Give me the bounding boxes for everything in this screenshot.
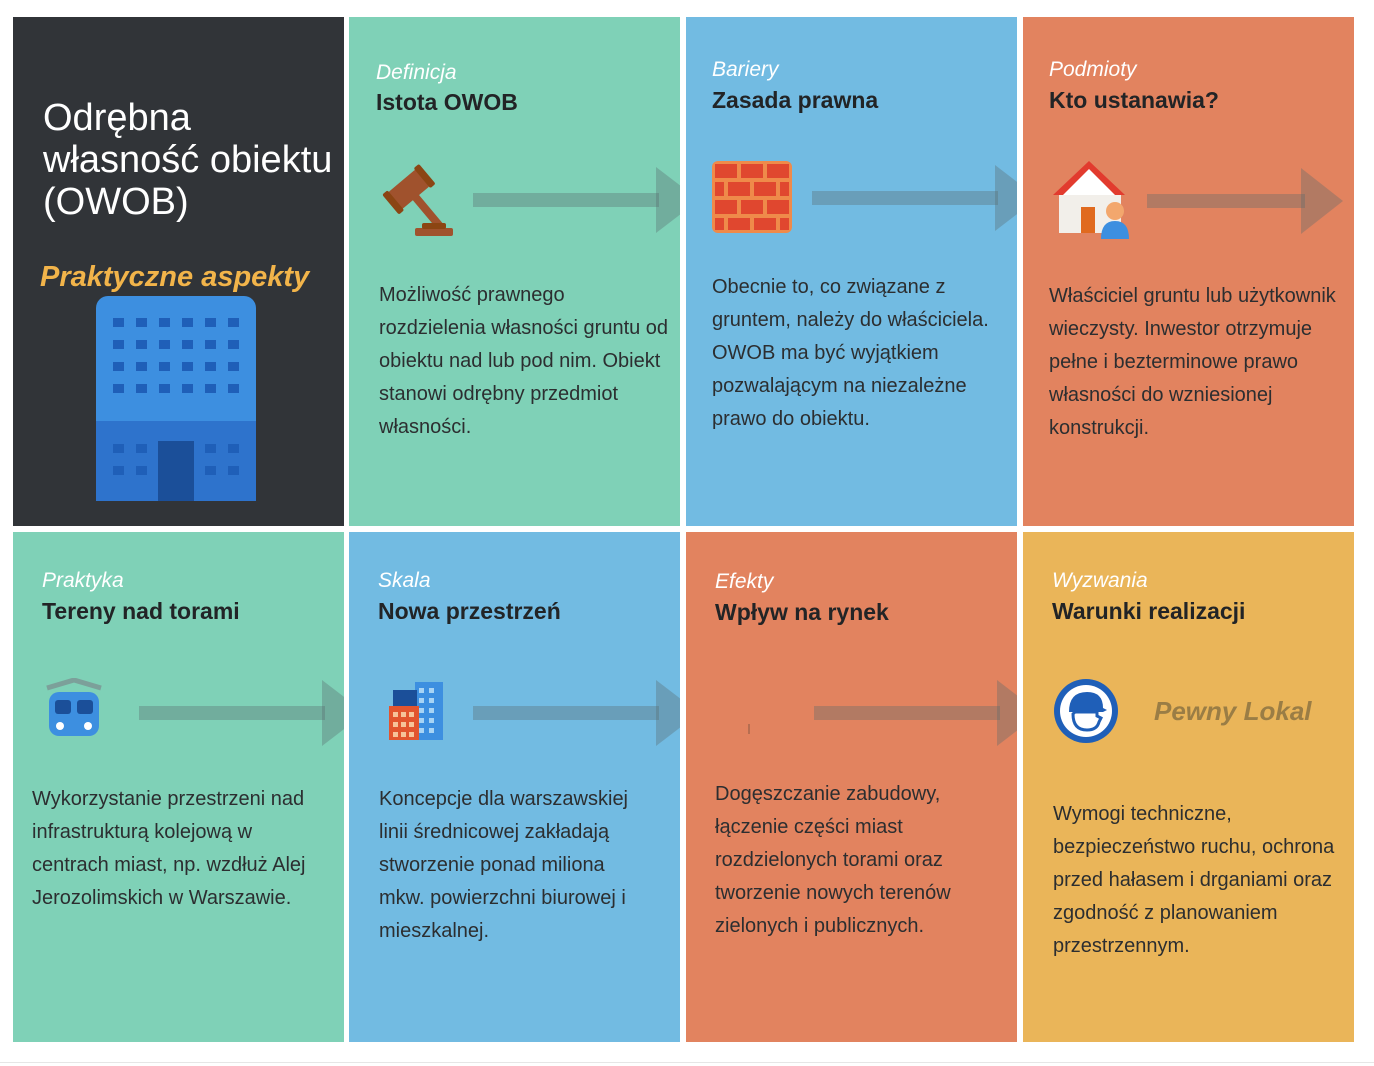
panel-podmioty: Podmioty Kto ustanawia? Właściciel grunt… — [1023, 17, 1354, 526]
panel-heading: Warunki realizacji — [1052, 598, 1246, 624]
panel-category: Definicja — [376, 61, 457, 84]
page-subtitle: Praktyczne aspekty — [40, 261, 310, 293]
gavel-icon — [382, 164, 453, 236]
arrow-right-icon — [1147, 168, 1343, 234]
panel-body: Obecnie to, co związane z gruntem, należ… — [712, 276, 989, 430]
panel-bariery: Bariery Zasada prawna Obecnie to, co zwi… — [686, 17, 1017, 526]
arrow-right-icon — [473, 680, 680, 746]
arrow-right-icon — [473, 167, 680, 233]
city-buildings-icon — [389, 682, 443, 740]
panel-skala: Skala Nowa przestrzeń Koncepcje dla wars… — [349, 532, 680, 1042]
panel-body: Dogęszczanie zabudowy, łączenie części m… — [715, 783, 951, 937]
panel-category: Praktyka — [42, 569, 124, 592]
panel-heading: Istota OWOB — [376, 89, 518, 115]
panel-heading: Wpływ na rynek — [715, 599, 889, 625]
arrow-right-icon — [139, 680, 344, 746]
office-building-icon — [96, 296, 256, 501]
panel-category: Bariery — [712, 58, 779, 81]
panel-category: Efekty — [715, 570, 774, 593]
train-icon — [46, 678, 102, 736]
arrow-right-icon — [814, 680, 1017, 746]
panel-category: Skala — [378, 569, 431, 592]
panel-body: Koncepcje dla warszawskiej linii średnic… — [379, 788, 629, 942]
panel-heading: Kto ustanawia? — [1049, 87, 1219, 113]
watermark-logo: Pewny Lokal — [1154, 696, 1312, 726]
title-panel: Odrębna własność obiektu (OWOB) Praktycz… — [13, 17, 344, 526]
panel-definicja: Definicja Istota OWOB Możliwość prawnego… — [349, 17, 680, 526]
panel-efekty: Efekty Wpływ na rynek Dogęszczanie zabud… — [686, 532, 1017, 1042]
panel-praktyka: Praktyka Tereny nad torami Wykorzystanie… — [13, 532, 344, 1042]
hard-hat-icon — [1054, 679, 1118, 743]
panel-heading: Zasada prawna — [712, 87, 879, 113]
house-owner-icon — [1053, 161, 1129, 239]
brick-wall-icon — [712, 161, 792, 233]
panel-body: Wykorzystanie przestrzeni nad infrastruk… — [32, 788, 306, 909]
arrow-right-icon — [812, 165, 1017, 231]
panel-category: Wyzwania — [1052, 569, 1148, 592]
panel-body: Właściciel gruntu lub użytkownik wieczys… — [1049, 285, 1336, 439]
panel-body: Możliwość prawnego rozdzielenia własnośc… — [379, 284, 669, 438]
panel-heading: Tereny nad torami — [42, 598, 240, 624]
panel-heading: Nowa przestrzeń — [378, 598, 561, 624]
bottom-divider — [0, 1062, 1374, 1063]
panel-wyzwania: Wyzwania Warunki realizacji Pewny Lokal … — [1023, 532, 1354, 1042]
panel-category: Podmioty — [1049, 58, 1137, 81]
market-icon — [748, 724, 750, 734]
panel-body: Wymogi techniczne, bezpieczeństwo ruchu,… — [1053, 803, 1335, 957]
page-title: Odrębna własność obiektu (OWOB) — [43, 97, 333, 223]
